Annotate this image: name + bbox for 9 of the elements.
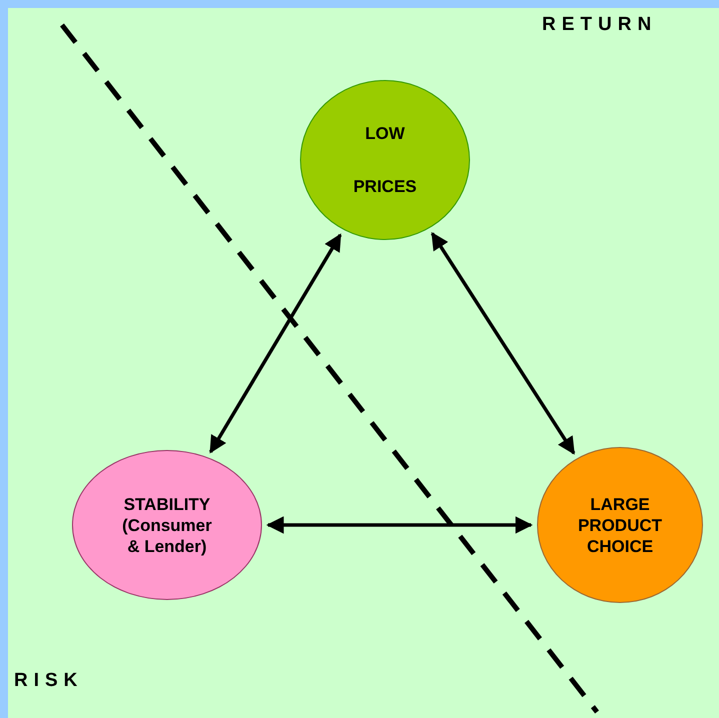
double-arrow xyxy=(430,232,576,455)
node-label: STABILITY (Consumer & Lender) xyxy=(121,494,213,556)
axis-label: RETURN xyxy=(542,14,658,36)
node-label: LOW xyxy=(365,123,405,144)
double-arrow xyxy=(209,233,342,454)
axis-label: RISK xyxy=(14,670,84,692)
double-arrow xyxy=(266,516,533,534)
node-label: LARGE PRODUCT CHOICE xyxy=(576,494,664,556)
node-label: PRICES xyxy=(353,176,417,197)
